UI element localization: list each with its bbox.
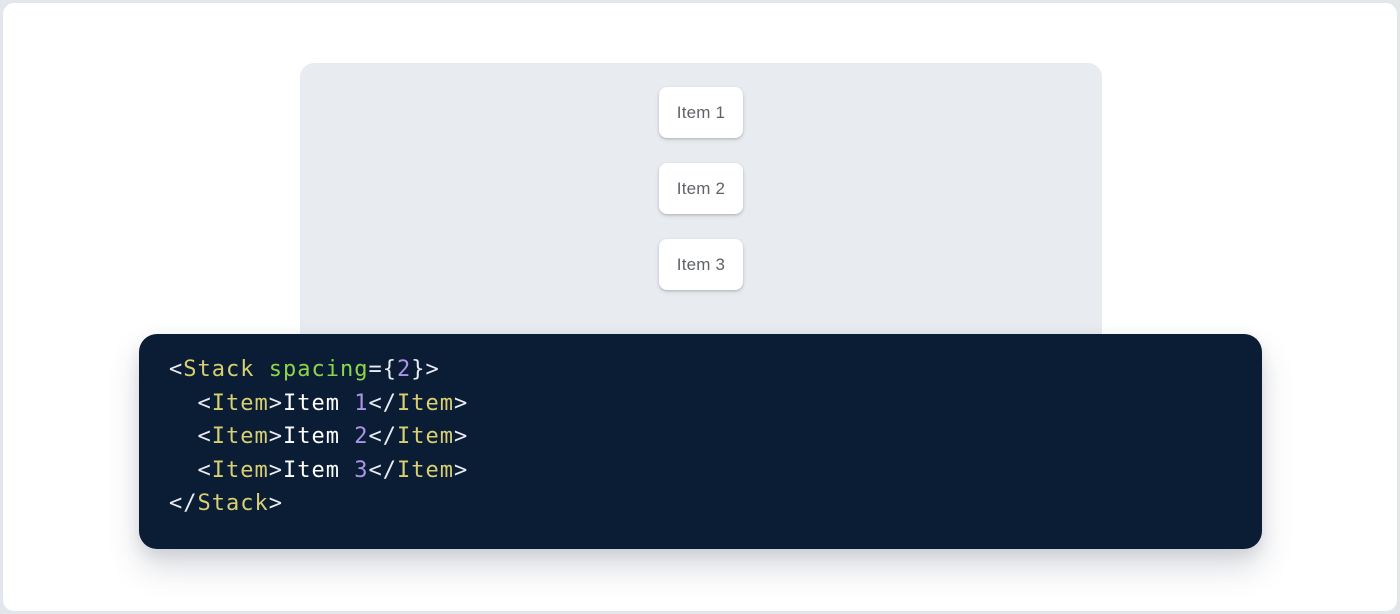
code-token: Item (396, 457, 454, 483)
code-token: < (197, 457, 212, 483)
code-token (169, 458, 198, 483)
code-token: </ (368, 424, 397, 449)
code-token: < (197, 424, 212, 449)
code-token: Item (211, 390, 269, 416)
code-token: </ (169, 491, 198, 516)
code-token: 2 (396, 357, 412, 382)
code-token: Item (282, 457, 355, 483)
code-token (254, 357, 268, 382)
code-token: < (169, 357, 184, 382)
code-line: <Stack spacing={2}> (169, 353, 1232, 387)
code-token: Item (211, 424, 269, 449)
code-token: </ (368, 457, 397, 483)
stack-item: Item 2 (659, 163, 743, 214)
code-token: < (197, 390, 212, 416)
demo-panel: Item 1 Item 2 Item 3 (300, 63, 1102, 363)
code-token (169, 391, 198, 416)
stack-item-label: Item 2 (676, 178, 726, 198)
code-token: { (382, 357, 397, 382)
stack-item-label: Item 1 (676, 102, 726, 122)
stack-item: Item 1 (659, 87, 743, 138)
code-token: Item (396, 390, 454, 416)
item-stack: Item 1 Item 2 Item 3 (300, 63, 1102, 290)
code-token: Item (396, 424, 454, 449)
code-token: > (425, 357, 440, 382)
code-token: Stack (197, 491, 269, 516)
code-block: <Stack spacing={2}> <Item>Item 1</Item> … (139, 334, 1262, 549)
code-token: > (268, 424, 283, 449)
code-token: > (268, 390, 283, 416)
code-snippet: <Stack spacing={2}> <Item>Item 1</Item> … (169, 353, 1232, 521)
code-line: <Item>Item 1</Item> (169, 387, 1232, 421)
code-token: = (368, 357, 383, 382)
code-token (169, 424, 198, 449)
code-token: Stack (183, 357, 255, 382)
stack-item: Item 3 (659, 239, 743, 290)
code-line: <Item>Item 2</Item> (169, 420, 1232, 454)
code-token: > (453, 390, 469, 416)
code-token: > (268, 457, 283, 483)
code-token: Item (282, 390, 355, 416)
code-token: 1 (354, 390, 369, 416)
code-token: > (453, 424, 469, 449)
stack-item-label: Item 3 (676, 254, 726, 274)
code-token: spacing (268, 357, 369, 382)
code-line: <Item>Item 3</Item> (169, 454, 1232, 488)
code-token: } (411, 357, 426, 382)
code-token: > (453, 457, 469, 483)
code-line: </Stack> (169, 487, 1232, 521)
code-token: </ (368, 390, 397, 416)
code-token: 2 (354, 424, 369, 449)
code-token: 3 (354, 457, 369, 483)
code-token: Item (282, 424, 355, 449)
code-token: > (268, 491, 283, 516)
code-token: Item (211, 457, 269, 483)
